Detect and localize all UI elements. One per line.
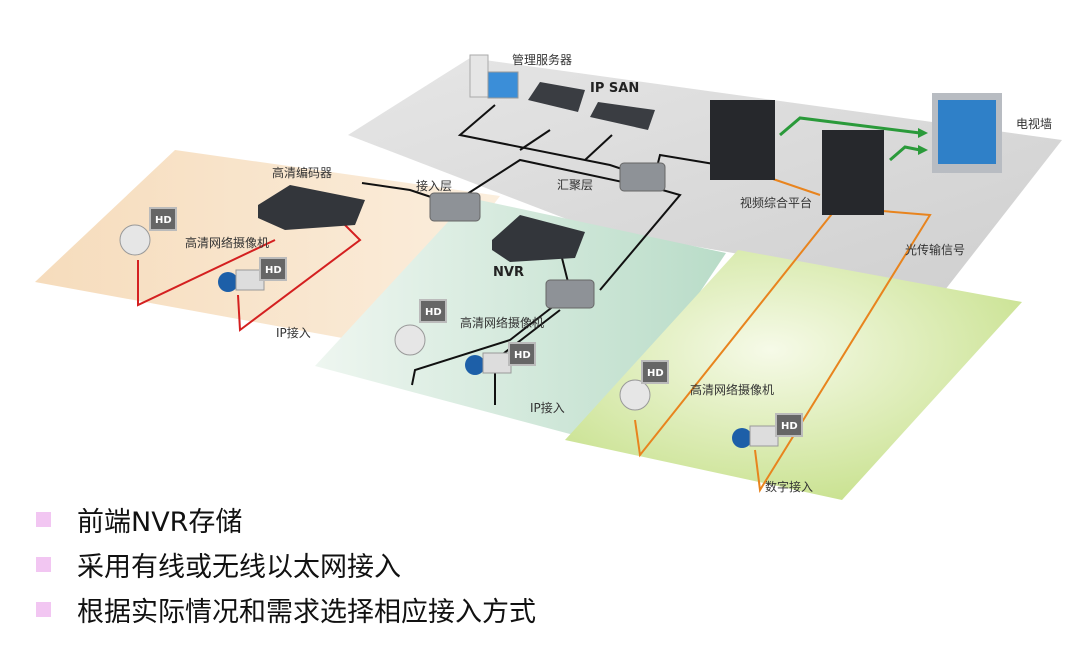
label-ip-san: IP SAN: [590, 81, 639, 96]
bullet-list: 前端NVR存储 采用有线或无线以太网接入 根据实际情况和需求选择相应接入方式: [36, 497, 536, 632]
label-hd-encoder: 高清编码器: [272, 165, 332, 180]
nvr-icon: [492, 215, 585, 262]
label-hd-camera: 高清网络摄像机: [690, 382, 774, 397]
digital-zone: [565, 250, 1022, 500]
camera-icon: [119, 224, 779, 448]
ip-san-icon: [528, 82, 655, 130]
label-digital-access: 数字接入: [765, 479, 813, 494]
label-ip-access: IP接入: [276, 325, 311, 340]
svg-text:HD: HD: [514, 350, 531, 361]
core-plane: [348, 58, 1062, 290]
svg-text:HD: HD: [265, 265, 282, 276]
label-video-platform: 视频综合平台: [740, 195, 812, 210]
label-optical-signal: 光传输信号: [905, 242, 965, 257]
label-tv-wall: 电视墙: [1016, 116, 1052, 131]
label-hd-camera: 高清网络摄像机: [460, 315, 544, 330]
tv-wall-icon: [932, 93, 1002, 173]
label-aggregation-layer: 汇聚层: [557, 178, 593, 192]
hd-encoder-icon: [258, 185, 365, 230]
bullet-item: 前端NVR存储: [36, 497, 536, 542]
encoder-links: [137, 219, 362, 332]
svg-text:HD: HD: [155, 215, 172, 226]
hd-badge-icon: HD HD HD HD HD HD: [149, 207, 803, 437]
label-nvr: NVR: [493, 265, 524, 280]
svg-text:HD: HD: [425, 307, 442, 318]
bullet-square-icon: [36, 557, 51, 572]
arrow-icon: [918, 145, 928, 155]
management-server-icon: [469, 54, 519, 99]
bullet-text: 前端NVR存储: [77, 507, 243, 538]
video-platform-icon: [710, 100, 884, 215]
optical-links: [634, 177, 932, 493]
bullet-square-icon: [36, 602, 51, 617]
svg-text:HD: HD: [781, 421, 798, 432]
bullet-text: 根据实际情况和需求选择相应接入方式: [77, 597, 536, 628]
bullet-item: 根据实际情况和需求选择相应接入方式: [36, 587, 536, 632]
switch-icon: [429, 162, 666, 309]
label-access-layer: 接入层: [416, 178, 452, 193]
bullet-square-icon: [36, 512, 51, 527]
label-hd-camera: 高清网络摄像机: [185, 235, 269, 250]
arrow-icon: [918, 128, 928, 138]
label-mgmt-server: 管理服务器: [512, 52, 572, 67]
svg-text:HD: HD: [647, 368, 664, 379]
display-links: [779, 116, 921, 162]
label-ip-access: IP接入: [530, 400, 565, 415]
bullet-item: 采用有线或无线以太网接入: [36, 542, 536, 587]
bullet-text: 采用有线或无线以太网接入: [77, 552, 401, 583]
